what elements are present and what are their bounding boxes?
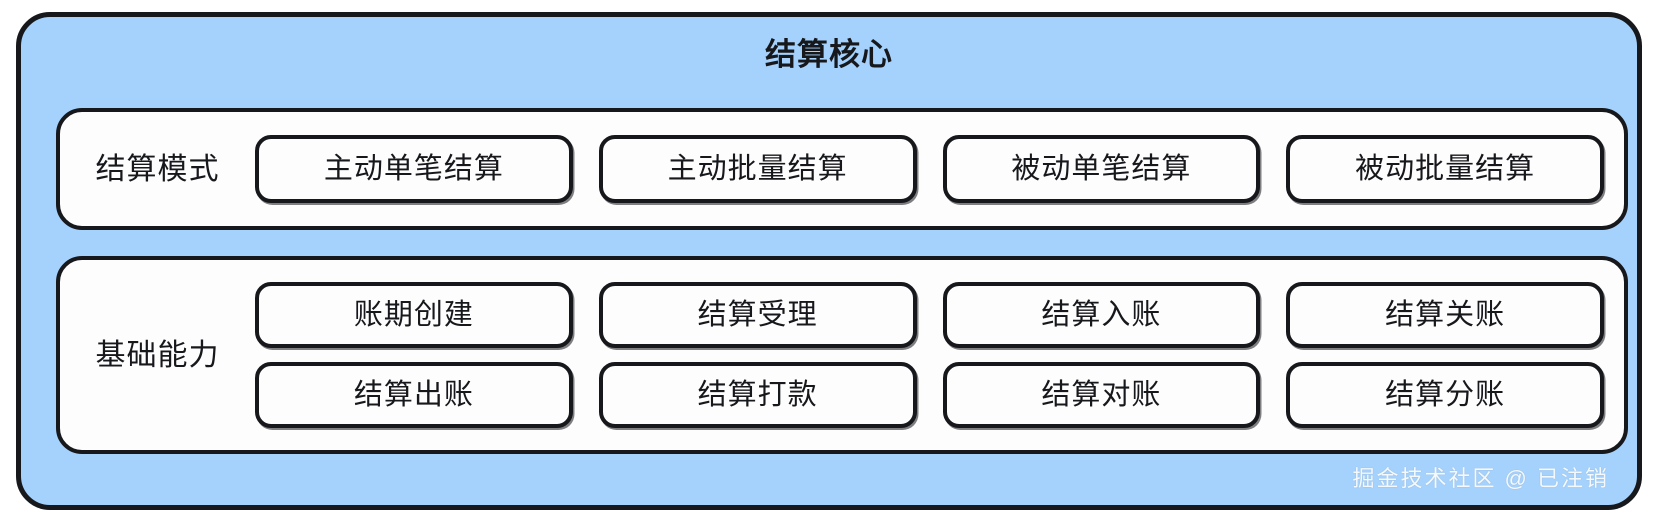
capability-item-settlement-split[interactable]: 结算分账 [1286,362,1604,428]
capability-item-settlement-reconcile[interactable]: 结算对账 [942,362,1261,428]
capability-item-billing-period-create[interactable]: 账期创建 [255,282,573,348]
mode-item-passive-batch[interactable]: 被动批量结算 [1286,135,1604,203]
section-label-base-capabilities: 基础能力 [95,338,220,372]
base-capabilities-row-2: 结算出账 结算打款 结算对账 结算分账 [255,362,1604,428]
capability-item-settlement-acceptance[interactable]: 结算受理 [598,282,917,348]
mode-item-active-batch[interactable]: 主动批量结算 [598,135,917,203]
page-title: 结算核心 [765,37,893,72]
mode-item-active-single[interactable]: 主动单笔结算 [255,135,573,203]
settlement-core-container: 结算核心 结算模式 主动单笔结算 主动批量结算 被动单笔结算 被动批量结算 基础… [16,12,1642,510]
settlement-modes-body: 主动单笔结算 主动批量结算 被动单笔结算 被动批量结算 [255,135,1624,203]
section-base-capabilities: 基础能力 账期创建 结算受理 结算入账 结算关账 结算出账 结算打款 结算对账 … [56,256,1628,454]
capability-item-settlement-payout[interactable]: 结算打款 [598,362,917,428]
capability-item-settlement-close[interactable]: 结算关账 [1286,282,1604,348]
section-settlement-modes: 结算模式 主动单笔结算 主动批量结算 被动单笔结算 被动批量结算 [56,108,1628,230]
section-label-settlement-modes: 结算模式 [95,152,220,186]
base-capabilities-body: 账期创建 结算受理 结算入账 结算关账 结算出账 结算打款 结算对账 结算分账 [255,282,1624,428]
capability-item-settlement-credit[interactable]: 结算入账 [942,282,1261,348]
mode-item-passive-single[interactable]: 被动单笔结算 [942,135,1261,203]
capability-item-settlement-debit[interactable]: 结算出账 [255,362,573,428]
settlement-modes-row: 主动单笔结算 主动批量结算 被动单笔结算 被动批量结算 [255,135,1604,203]
base-capabilities-row-1: 账期创建 结算受理 结算入账 结算关账 [255,282,1604,348]
watermark: 掘金技术社区 @ 已注销 [1352,466,1609,491]
